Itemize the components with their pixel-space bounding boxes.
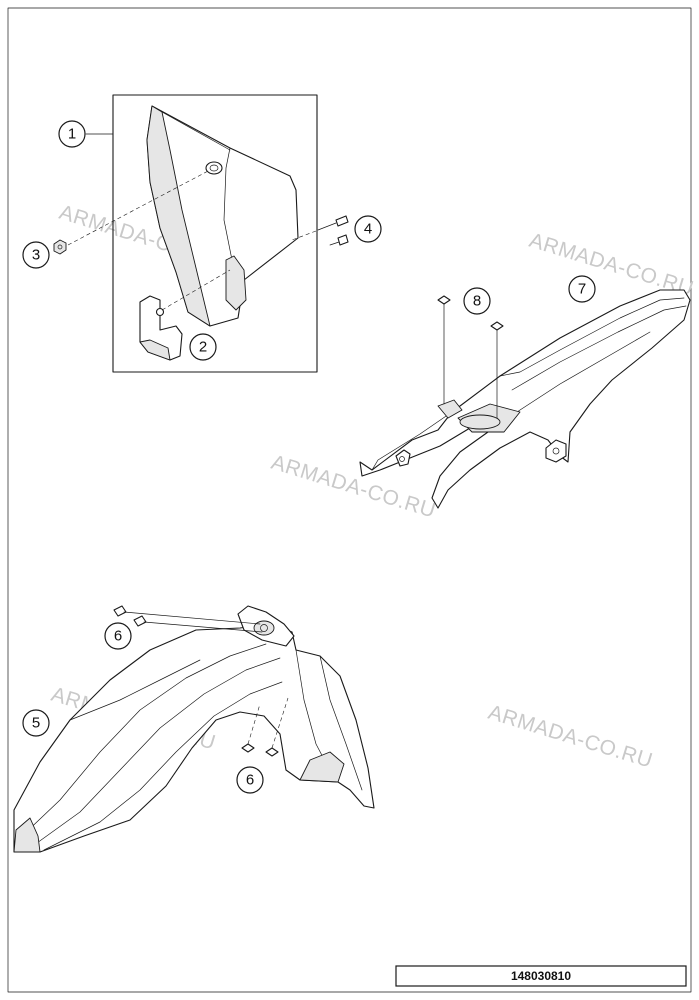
callout-label: 6: [246, 772, 254, 789]
number-plate-box: [112, 94, 318, 373]
callout-7: 7: [568, 275, 596, 303]
bolt-6a: [113, 605, 127, 617]
rear-fender-bracket-hole: [552, 447, 560, 455]
front-fender-mount-hole-inner: [260, 624, 268, 632]
callout-circle: [354, 215, 382, 243]
assembly-line: [67, 169, 211, 246]
callout-3: 3: [22, 241, 50, 269]
rear-fender-tab-hole: [399, 456, 405, 462]
rear-fender: [359, 289, 691, 509]
callout-2: 2: [189, 333, 217, 361]
part-number-label: 148030810: [511, 969, 571, 983]
callout-circle: [463, 287, 491, 315]
screw-8b: [490, 321, 504, 331]
callout-label: 4: [364, 221, 372, 238]
screw-4a-shaft: [317, 222, 337, 231]
watermark: ARMADA-CO.RU: [269, 451, 439, 523]
assembly-line: [161, 269, 231, 311]
page-frame: [7, 7, 692, 993]
front-fender-rear-tab: [299, 751, 345, 783]
nut-3: [53, 239, 67, 255]
rear-fender-tab: [395, 449, 411, 467]
callout-circle: [22, 709, 50, 737]
screw-4b: [337, 234, 349, 246]
rear-fender-bracket: [545, 439, 567, 463]
callout-circle: [236, 766, 264, 794]
plate-mount-hole: [205, 161, 223, 175]
callout-6-lower: 6: [236, 766, 264, 794]
callout-label: 8: [473, 293, 481, 310]
front-fender-mount-hole: [253, 620, 275, 636]
nut-3-hole: [57, 244, 63, 250]
rear-fender-mount: [437, 399, 463, 419]
front-fender-ridge: [43, 681, 283, 851]
callout-label: 1: [68, 126, 76, 143]
number-plate-side: [146, 105, 211, 327]
front-fender-group: [13, 605, 375, 853]
callout-1: 1: [58, 120, 86, 148]
plate-mount-hole-inner: [209, 164, 219, 172]
rear-fender-edge: [371, 411, 453, 471]
number-plate-group: [53, 94, 349, 373]
holder-clip-pin: [155, 307, 165, 317]
callout-circle: [104, 622, 132, 650]
plate-lower-slot: [225, 255, 247, 311]
callout-label: 7: [578, 281, 586, 298]
bolt-6a-shaft: [123, 611, 261, 625]
callout-5: 5: [22, 709, 50, 737]
callout-4: 4: [354, 215, 382, 243]
rear-fender-group: [359, 289, 691, 509]
assembly-line: [291, 230, 317, 241]
screw-8a: [437, 295, 451, 305]
front-fender: [13, 623, 375, 853]
screw-4a: [335, 215, 349, 227]
callout-8: 8: [463, 287, 491, 315]
rear-fender-ridge: [511, 305, 687, 391]
rear-fender-hole: [459, 414, 501, 430]
bolt-6d: [265, 747, 279, 757]
part-number-frame: [395, 965, 687, 987]
bolt-6b-shaft: [143, 621, 263, 633]
callout-label: 6: [114, 628, 122, 645]
number-plate-edge: [161, 111, 231, 151]
holder-clip-base: [139, 339, 171, 361]
front-fender-ridge: [319, 655, 363, 791]
front-fender-ridge: [29, 657, 281, 849]
callout-circle: [568, 275, 596, 303]
front-fender-ridge: [19, 643, 267, 839]
front-fender-ridge: [69, 659, 201, 721]
front-fender-tip: [13, 817, 41, 853]
bolt-6c: [241, 743, 255, 753]
part-number-box: 148030810: [395, 965, 687, 987]
callout-label: 5: [32, 715, 40, 732]
rear-fender-ridge: [499, 297, 685, 377]
callout-label: 3: [32, 247, 40, 264]
callout-circle: [189, 333, 217, 361]
callout-6-upper: 6: [104, 622, 132, 650]
screw-4b-shaft: [329, 241, 340, 246]
callout-circle: [22, 241, 50, 269]
bolt-6b: [133, 615, 147, 627]
callout-circle: [58, 120, 86, 148]
watermark: ARMADA-CO.RU: [486, 701, 656, 773]
assembly-line: [271, 697, 289, 749]
callout-label: 2: [199, 339, 207, 356]
